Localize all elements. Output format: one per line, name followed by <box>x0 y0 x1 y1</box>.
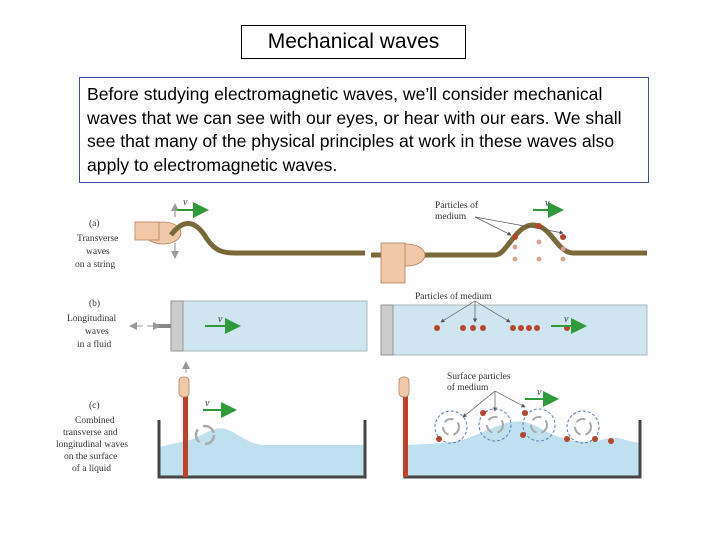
particle <box>592 436 598 442</box>
row-a-right-panel: Particles of medium v <box>371 198 647 283</box>
velocity-label: v <box>537 387 542 398</box>
velocity-label: v <box>545 198 550 209</box>
particle <box>460 325 466 331</box>
particle <box>512 234 518 240</box>
fluid-tube <box>171 301 367 351</box>
velocity-label: v <box>564 314 569 325</box>
body-text: Before studying electromagnetic waves, w… <box>79 77 649 183</box>
row-c-right-panel: Surface particles of medium v <box>399 371 640 477</box>
particle-ghost <box>513 245 518 250</box>
wave-figure: (a) Transverse waves on a string v Parti… <box>55 195 655 485</box>
pointer-line <box>475 217 511 235</box>
rotation-arrow-icon <box>575 419 591 435</box>
row-b-right-panel: Particles of medium v <box>381 291 647 355</box>
pointer-line <box>463 391 495 417</box>
pointer-line <box>495 391 525 407</box>
particle <box>560 234 566 240</box>
row-c-particles-label-2: of medium <box>447 382 489 393</box>
rotation-arrow-icon <box>443 419 459 435</box>
row-b-caption-3: in a fluid <box>77 339 112 350</box>
particle <box>520 432 526 438</box>
particle <box>522 410 528 416</box>
particle <box>480 325 486 331</box>
row-a-particles-label-2: medium <box>435 212 467 222</box>
wave-diagram: (a) Transverse waves on a string v Parti… <box>55 195 655 485</box>
water <box>405 421 640 477</box>
string <box>171 223 365 253</box>
particle <box>564 436 570 442</box>
row-a-left-panel: v <box>135 197 365 257</box>
row-c-label: (c) <box>89 400 100 411</box>
row-a-label: (a) <box>89 218 100 229</box>
slide-title: Mechanical waves <box>241 25 466 59</box>
rod <box>183 385 188 477</box>
particle <box>470 325 476 331</box>
row-c-caption-3: longitudinal waves <box>56 440 128 450</box>
row-b-particles-label: Particles of medium <box>415 291 492 302</box>
piston <box>381 305 393 355</box>
row-b-left-panel: v <box>131 301 367 351</box>
row-a-particles-label-1: Particles of <box>435 200 479 211</box>
row-c-left-panel: v <box>159 363 365 477</box>
row-b-caption-1: Longitudinal <box>67 314 116 324</box>
row-c-caption-1: Combined <box>75 416 115 426</box>
particle-ghost <box>561 257 566 262</box>
row-a-caption-1: Transverse <box>77 234 118 244</box>
row-a-caption-3: on a string <box>75 260 115 270</box>
velocity-label: v <box>218 314 223 325</box>
velocity-label: v <box>205 398 210 409</box>
particle <box>434 325 440 331</box>
particle <box>608 438 614 444</box>
particle <box>510 325 516 331</box>
row-c-caption-5: of a liquid <box>72 463 111 474</box>
row-c-caption-2: transverse and <box>63 428 118 438</box>
particle <box>526 325 532 331</box>
particle-ghost <box>537 257 542 262</box>
particle <box>480 410 486 416</box>
row-b-caption-2: waves <box>85 327 109 337</box>
particle <box>536 223 542 229</box>
piston <box>171 301 183 351</box>
row-a-caption-2: waves <box>86 247 110 257</box>
row-b-label: (b) <box>89 298 100 309</box>
arm-icon <box>135 222 159 240</box>
rod <box>403 385 408 477</box>
particle <box>534 325 540 331</box>
velocity-label: v <box>183 197 188 208</box>
row-c-caption-4: on the surface <box>64 451 117 462</box>
arm-icon <box>381 243 405 283</box>
particle <box>518 325 524 331</box>
row-c-particles-label-1: Surface particles <box>447 371 511 382</box>
particle-ghost <box>561 247 566 252</box>
water <box>159 428 365 477</box>
hand-icon <box>179 377 189 397</box>
particle-ghost <box>513 257 518 262</box>
particle <box>436 436 442 442</box>
hand-icon <box>399 377 409 397</box>
particle-ghost <box>537 240 542 245</box>
